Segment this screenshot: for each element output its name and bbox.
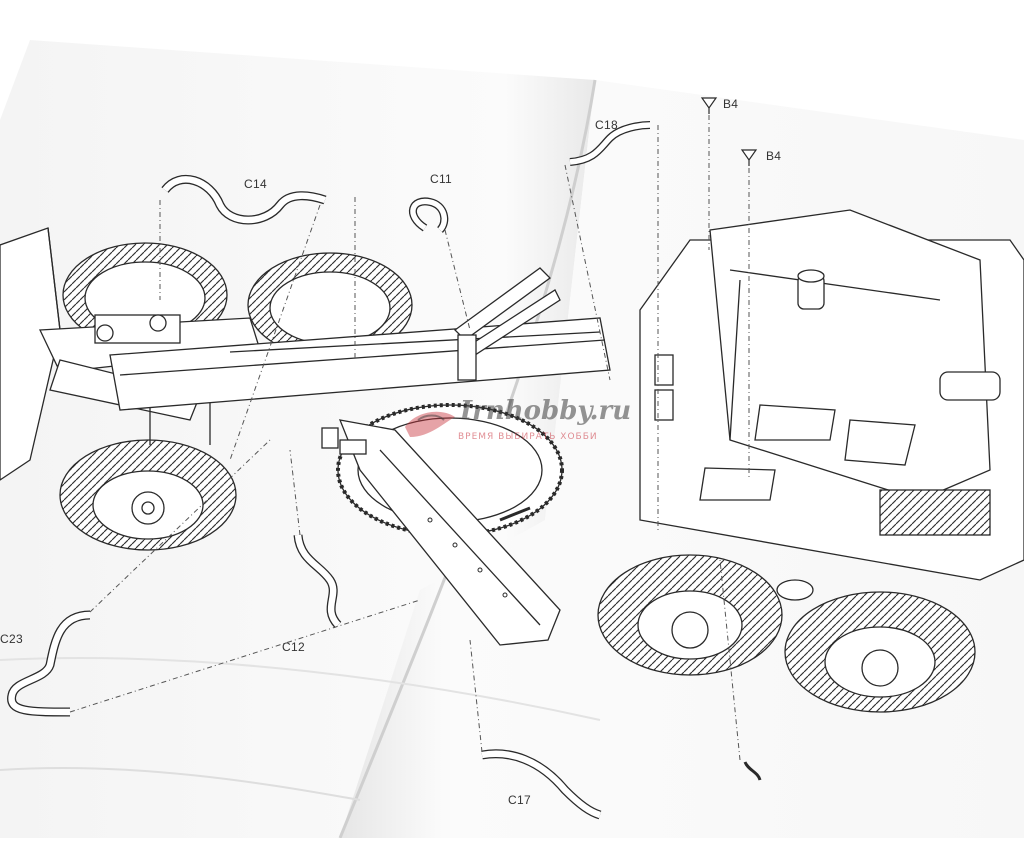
radiator-grille: [879, 489, 991, 536]
moldboard: [338, 419, 561, 646]
watermark-logo: Irnhobby.ru ВРЕМЯ ВЫБИРАТЬ ХОББИ: [400, 392, 650, 462]
cab-panels: [654, 354, 674, 421]
watermark-emblem-icon: [405, 411, 455, 437]
rear-wheel-left: [597, 554, 783, 676]
label-c12: C12: [282, 640, 305, 654]
label-b4-top: B4: [723, 97, 739, 111]
exhaust-stack: [797, 269, 825, 310]
label-c11: C11: [430, 172, 453, 186]
bolt-parts: [700, 97, 762, 781]
cab-windows: [699, 404, 916, 501]
rear-wheel-right: [784, 591, 976, 713]
grader-drawing: [0, 209, 1024, 713]
watermark-brand: Irnhobby.ru: [460, 396, 632, 426]
watermark-tagline: ВРЕМЯ ВЫБИРАТЬ ХОББИ: [458, 432, 598, 442]
hose-parts: [7, 121, 651, 820]
label-c23: C23: [0, 632, 23, 646]
label-c18: C18: [595, 118, 618, 132]
leader-lines: [69, 115, 750, 761]
front-wheel-right: [247, 252, 413, 358]
front-wheel-bottom: [59, 439, 237, 551]
label-c17: C17: [508, 793, 531, 807]
label-c14: C14: [244, 177, 267, 191]
front-blade: [0, 227, 61, 481]
label-b4-second: B4: [766, 149, 782, 163]
